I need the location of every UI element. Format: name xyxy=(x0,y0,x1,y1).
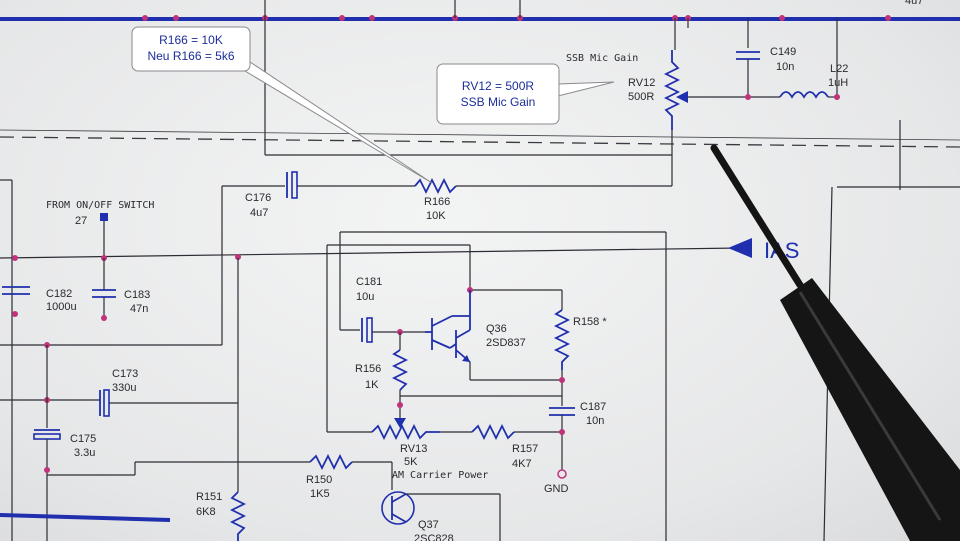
rv12-value: 500R xyxy=(628,91,654,103)
r156-resistor xyxy=(391,349,409,391)
rv13-name: RV13 xyxy=(400,443,427,455)
r150-value: 1K5 xyxy=(310,488,330,500)
l22-inductor xyxy=(779,91,829,99)
c176-capacitor xyxy=(286,171,298,199)
r150-name: R150 xyxy=(306,474,332,486)
r166-callout-line2: Neu R166 = 5k6 xyxy=(147,49,234,63)
r151-value: 6K8 xyxy=(196,506,216,518)
r151-resistor xyxy=(229,491,247,541)
dashed-boundary xyxy=(0,136,960,148)
r166-value: 10K xyxy=(426,210,446,222)
c173-capacitor xyxy=(99,389,238,417)
r166-callout-box xyxy=(131,26,251,72)
c181-value: 10u xyxy=(356,291,374,303)
c183-value: 47n xyxy=(130,303,148,315)
gnd-label: GND xyxy=(544,483,569,495)
rv12-callout-box xyxy=(436,63,560,125)
c149-name: C149 xyxy=(770,46,796,58)
q36-name: Q36 xyxy=(486,323,507,335)
r151-name: R151 xyxy=(196,491,222,503)
probe-pen xyxy=(710,144,960,541)
l22-value: 1uH xyxy=(828,77,848,89)
r157-resistor xyxy=(471,423,515,441)
q36-block-wiring xyxy=(326,231,667,541)
r158-resistor xyxy=(553,309,571,370)
r157-name: R157 xyxy=(512,443,538,455)
rv12-callout-line1: RV12 = 500R xyxy=(462,79,534,93)
bottom-left-bus xyxy=(0,513,171,522)
r166-name: R166 xyxy=(424,196,450,208)
c175-capacitor xyxy=(33,429,61,541)
r156-name: R156 xyxy=(355,363,381,375)
r166-callout-pointer xyxy=(228,61,433,184)
c183-capacitor xyxy=(92,258,116,318)
q37-name: Q37 xyxy=(418,519,439,531)
c182-value: 1000u xyxy=(46,301,77,313)
c183-name: C183 xyxy=(124,289,150,301)
thin-boundary xyxy=(0,129,960,141)
c173-value: 330u xyxy=(112,382,136,394)
q36-value: 2SD837 xyxy=(486,337,526,349)
l22-name: L22 xyxy=(830,63,848,75)
c176-value: 4u7 xyxy=(250,207,268,219)
c187-value: 10n xyxy=(586,415,604,427)
q37-value: 2SC828 xyxy=(414,533,454,541)
top-right-partial-label: 4u7 xyxy=(905,0,923,7)
r156-value: 1K xyxy=(365,379,379,391)
r166-resistor xyxy=(414,177,457,195)
c149-capacitor xyxy=(736,51,760,97)
rv13-value: 5K xyxy=(404,456,418,468)
rv12-name: RV12 xyxy=(628,77,655,89)
c176-name: C176 xyxy=(245,192,271,204)
c187-name: C187 xyxy=(580,401,606,413)
r166-callout-line1: R166 = 10K xyxy=(159,33,223,47)
gnd-terminal xyxy=(557,469,567,479)
c182-name: C182 xyxy=(46,288,72,300)
c173-name: C173 xyxy=(112,368,138,380)
c182-capacitor xyxy=(2,286,30,295)
rv12-callout-pointer xyxy=(557,81,615,97)
c181-name: C181 xyxy=(356,276,382,288)
rv13-potentiometer xyxy=(371,423,440,441)
pin-27-terminal xyxy=(100,213,108,221)
c187-capacitor xyxy=(549,407,575,470)
rv13-wiper-arrow xyxy=(394,418,406,428)
rv12-callout-line2: SSB Mic Gain xyxy=(461,95,536,109)
c175-name: C175 xyxy=(70,433,96,445)
q37-transistor xyxy=(381,491,501,541)
pin-27-label: 27 xyxy=(75,215,87,227)
rv12-resistor xyxy=(663,50,681,130)
c149-value: 10n xyxy=(776,61,794,73)
q36-transistor xyxy=(425,290,471,363)
r157-value: 4K7 xyxy=(512,458,532,470)
c181-capacitor xyxy=(340,317,425,343)
from-switch-label: FROM ON/OFF SWITCH xyxy=(46,200,154,211)
rv12-wiper-arrow xyxy=(676,91,688,103)
bus-drops xyxy=(264,0,838,156)
r150-resistor xyxy=(309,453,353,471)
r158-name: R158 * xyxy=(573,316,607,328)
ssb-mic-gain-label: SSB Mic Gain xyxy=(566,53,638,64)
c175-value: 3.3u xyxy=(74,447,95,459)
bias-arrow xyxy=(728,238,752,258)
am-carrier-label: AM Carrier Power xyxy=(392,470,488,481)
